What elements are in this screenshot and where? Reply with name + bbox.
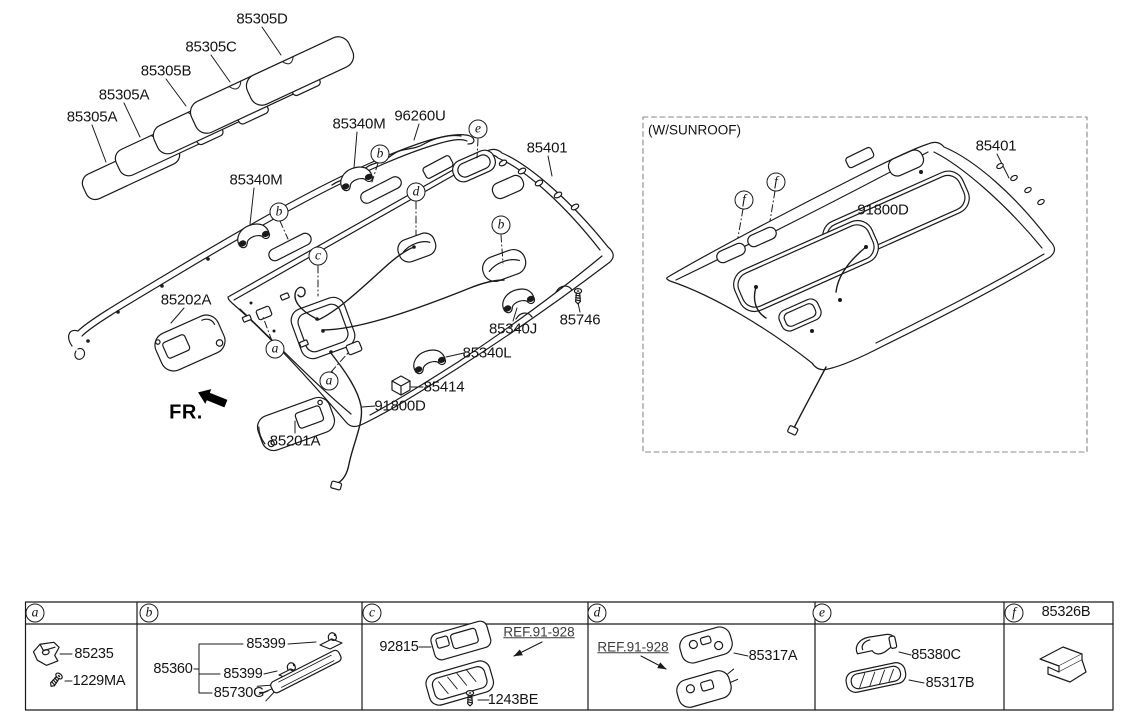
- part-label-96260u: 96260U: [394, 107, 446, 125]
- part-label-85305a-2: 85305A: [66, 108, 118, 126]
- part-label-85317a: 85317A: [748, 647, 798, 664]
- callout-e: e: [468, 119, 488, 139]
- callout-leaders: [262, 138, 776, 373]
- part-label-85340j: 85340J: [488, 320, 538, 338]
- lamp-lens-icon: [845, 651, 925, 693]
- part-label-85326b: 85326B: [1041, 603, 1091, 620]
- ref-link-91-928-1[interactable]: REF.91-928: [503, 624, 575, 640]
- callout-a-1: a: [265, 339, 285, 359]
- part-label-85340l: 85340L: [462, 344, 512, 362]
- screw-icon: [573, 288, 583, 305]
- part-label-85305c: 85305C: [185, 38, 237, 56]
- overhead-console-icon: [418, 620, 543, 707]
- callout-f-2: f: [734, 190, 754, 210]
- part-label-1243be: 1243BE: [487, 691, 539, 708]
- ref-link-91-928-2[interactable]: REF.91-928: [597, 639, 669, 655]
- callout-b-1: b: [370, 144, 390, 164]
- z-clip-icon: [1039, 646, 1087, 683]
- part-label-91800d-2: 91800D: [857, 201, 909, 219]
- part-label-85305d: 85305D: [236, 10, 288, 28]
- part-label-85414: 85414: [423, 378, 465, 396]
- part-label-85360: 85360: [153, 660, 193, 677]
- part-label-85305b: 85305B: [140, 62, 192, 80]
- retainer-strip-icon: [256, 649, 342, 702]
- part-label-85340m-2: 85340M: [229, 171, 283, 189]
- table-header-e: e: [812, 603, 832, 623]
- part-label-85399-2: 85399: [223, 665, 263, 682]
- sun-visor-icon: [154, 314, 336, 452]
- fr-label: FR.: [169, 401, 203, 424]
- sunroof-headliner-art: [642, 116, 1088, 453]
- visor-hook-icon: [855, 633, 898, 655]
- parts-table-grid: [24, 601, 1114, 711]
- part-label-85401-2: 85401: [975, 137, 1017, 155]
- part-label-92815: 92815: [379, 638, 419, 655]
- part-label-85317b: 85317B: [925, 674, 975, 691]
- table-header-c: c: [362, 603, 382, 623]
- table-header-b: b: [139, 603, 159, 623]
- bracket-icon: [32, 641, 73, 690]
- callout-d: d: [406, 182, 426, 202]
- table-header-a: a: [25, 603, 45, 623]
- part-label-85202a: 85202A: [160, 291, 212, 309]
- part-label-85305a-1: 85305A: [98, 86, 150, 104]
- map-lamp-icon: [640, 626, 749, 708]
- sunroof-variant-title: (W/SUNROOF): [648, 122, 741, 138]
- table-header-d: d: [587, 603, 607, 623]
- table-header-f: f: [1004, 603, 1024, 623]
- callout-b-2: b: [269, 202, 289, 222]
- callout-b-3: b: [491, 215, 511, 235]
- part-label-85235: 85235: [74, 645, 114, 662]
- part-label-91800d-1: 91800D: [374, 397, 426, 415]
- part-label-85746: 85746: [559, 311, 601, 329]
- part-label-85340m-1: 85340M: [332, 115, 386, 133]
- callout-a-2: a: [319, 371, 339, 391]
- part-label-85380c: 85380C: [911, 646, 961, 663]
- callout-c: c: [308, 246, 328, 266]
- part-label-85730g: 85730G: [213, 684, 265, 701]
- part-label-85201a: 85201A: [269, 432, 321, 450]
- fr-direction-arrow: [198, 389, 228, 408]
- callout-f-1: f: [766, 172, 786, 192]
- part-label-85401-1: 85401: [526, 139, 568, 157]
- part-label-1229ma: 1229MA: [72, 672, 126, 689]
- part-label-85399-1: 85399: [246, 635, 286, 652]
- insulator-pads: [81, 36, 355, 201]
- cube-icon: [391, 375, 411, 396]
